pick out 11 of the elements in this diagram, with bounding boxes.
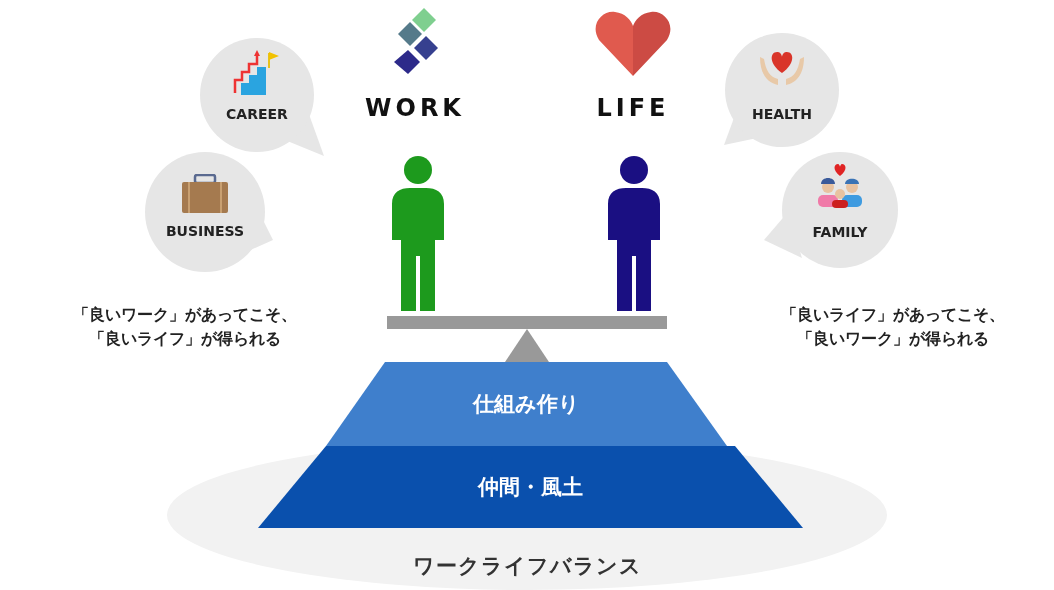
bubble-label: CAREER: [225, 106, 289, 122]
bubble-label: BUSINESS: [164, 223, 246, 239]
note-text: 「良いワーク」があってこそ、「良いライフ」が得られる: [72, 304, 298, 350]
bubble-label: HEALTH: [751, 106, 813, 122]
bubble-label: FAMILY: [811, 224, 869, 240]
band-label: 仲間・風土: [476, 474, 584, 501]
ellipse-label: ワークライフバランス: [411, 553, 643, 580]
band-label: 仕組み作り: [471, 391, 581, 418]
note-text: 「良いライフ」があってこそ、「良いワーク」が得られる: [780, 304, 1006, 350]
heading: WORK: [364, 93, 466, 124]
heading: LIFE: [595, 93, 671, 124]
